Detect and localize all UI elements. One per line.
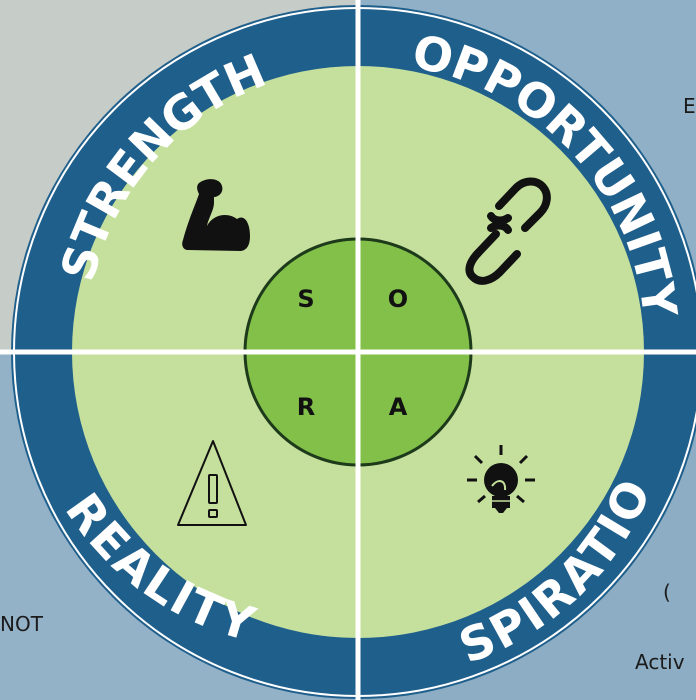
edge-text-top-right: E [683, 94, 696, 118]
edge-text-bottom-right-2: Activ [635, 650, 685, 674]
lightbulb-icon [467, 445, 535, 513]
center-letter-a: A [389, 393, 408, 421]
warning-triangle-icon [177, 440, 247, 526]
center-letter-r: R [297, 393, 315, 421]
flexed-biceps-icon [182, 179, 250, 251]
center-letter-s: S [297, 285, 314, 313]
edge-text-bottom-left: NOT [0, 612, 43, 636]
chain-link-icon [465, 177, 551, 285]
center-letter-o: O [388, 285, 408, 313]
edge-text-bottom-right-1: ( [663, 580, 671, 604]
